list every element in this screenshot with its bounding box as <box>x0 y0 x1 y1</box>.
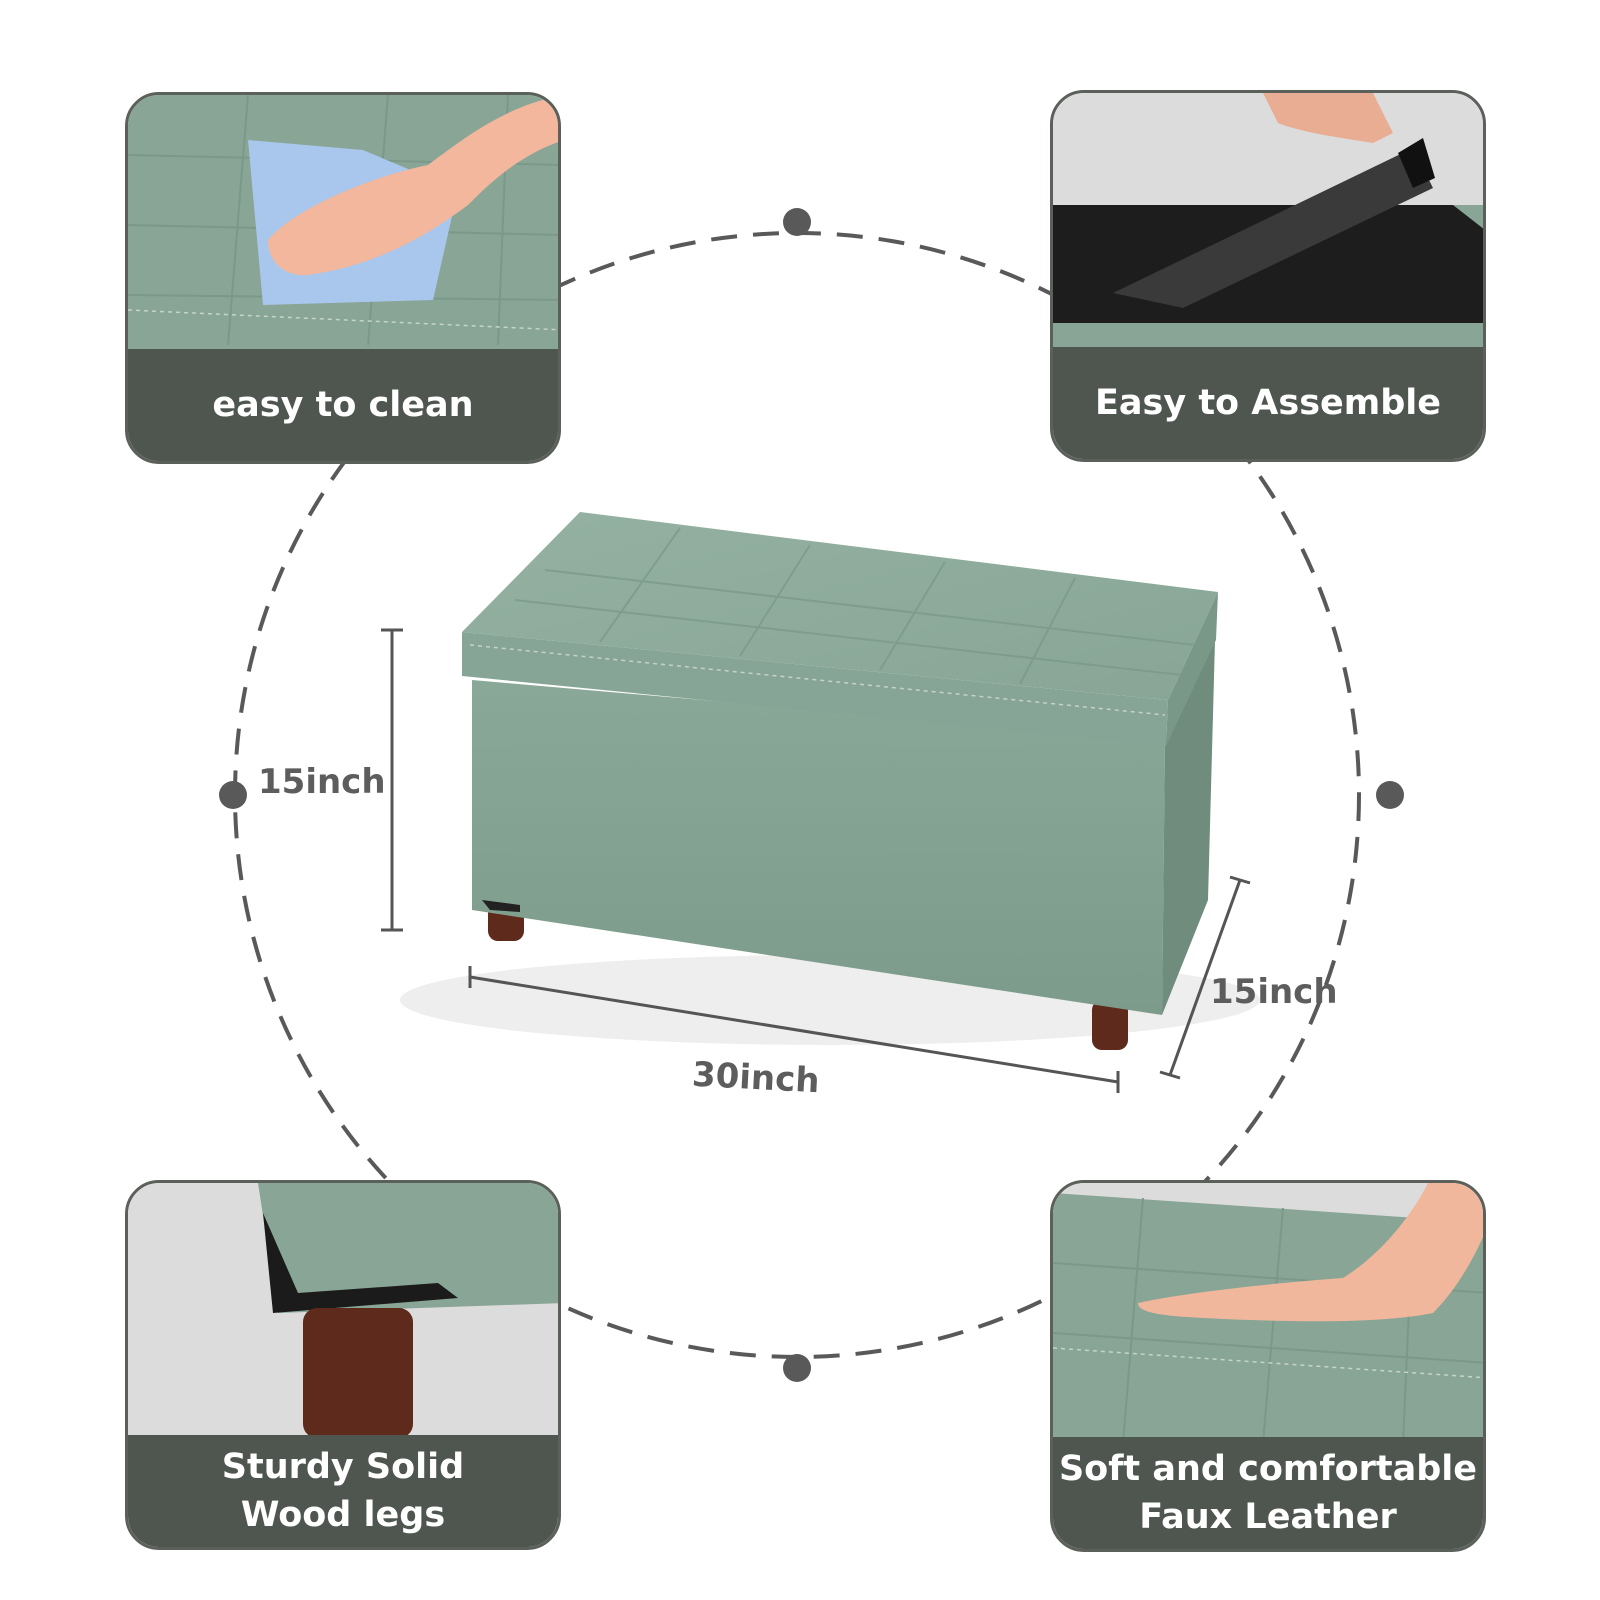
hand <box>1263 93 1393 143</box>
caption-legs-line-2: Wood legs <box>240 1495 446 1535</box>
caption-clean-line-1: easy to clean <box>212 385 474 425</box>
ottoman-side <box>1162 640 1215 1015</box>
circle-dot-bottom <box>783 1354 811 1382</box>
circle-dot-left <box>219 781 247 809</box>
pull-tab <box>1398 138 1435 188</box>
hand <box>268 96 558 276</box>
caption-assemble-line-1: Easy to Assemble <box>1094 383 1442 423</box>
height-label: 15inch <box>258 762 386 802</box>
caption-leather-line-2: Faux Leather <box>1139 1497 1397 1537</box>
feature-card-clean: easy to clean <box>125 92 561 464</box>
ottoman-lid-front <box>462 632 1168 746</box>
hand <box>1138 1183 1483 1322</box>
circle-dot-right <box>1376 781 1404 809</box>
wood-leg <box>303 1308 413 1438</box>
corner-bracket <box>263 1213 458 1313</box>
caption-leather: Soft and comfortable Faux Leather <box>1053 1437 1483 1549</box>
circle-dot-top <box>783 208 811 236</box>
depth-label: 15inch <box>1210 972 1338 1012</box>
leg-front-right <box>1092 1000 1128 1050</box>
feature-card-legs: Sturdy Solid Wood legs <box>125 1180 561 1550</box>
caption-assemble: Easy to Assemble <box>1053 347 1483 459</box>
feature-card-assemble: Easy to Assemble <box>1050 90 1486 462</box>
caption-legs-line-1: Sturdy Solid <box>221 1447 465 1487</box>
caption-leather-line-1: Soft and comfortable <box>1058 1449 1478 1489</box>
feature-card-leather: Soft and comfortable Faux Leather <box>1050 1180 1486 1552</box>
width-label: 30inch <box>691 1054 821 1102</box>
caption-legs: Sturdy Solid Wood legs <box>128 1435 558 1547</box>
assemble-photo <box>1053 93 1483 459</box>
ottoman-front <box>472 680 1165 1015</box>
caption-clean: easy to clean <box>128 349 558 461</box>
ottoman-lid-top <box>462 512 1218 700</box>
lid-divider <box>1113 148 1433 308</box>
